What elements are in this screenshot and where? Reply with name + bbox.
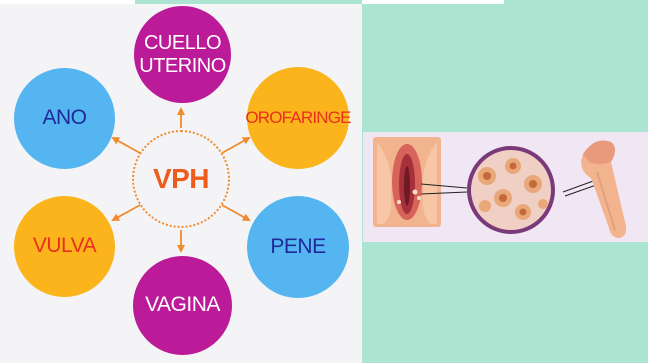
penis-illustration-image xyxy=(581,140,627,238)
node-cuello-uterino-line2: UTERINO xyxy=(139,54,226,77)
top-white-strip-right xyxy=(362,0,504,4)
node-vulva: VULVA xyxy=(14,196,115,297)
node-vulva-label: VULVA xyxy=(32,234,97,258)
magnified-cells-image xyxy=(467,146,555,234)
node-vagina-label: VAGINA xyxy=(145,293,220,317)
vulva-closeup-image xyxy=(373,137,441,227)
arrow-to-orofaringe xyxy=(221,137,251,154)
node-pene-label: PENE xyxy=(270,234,326,258)
arrow-to-vulva xyxy=(111,204,141,221)
node-cuello-uterino-line1: CUELLO xyxy=(143,31,222,54)
node-ano-label: ANO xyxy=(42,106,87,130)
node-orofaringe: OROFARINGE xyxy=(245,67,351,169)
node-pene: PENE xyxy=(247,196,349,298)
anatomy-illustration-graphic xyxy=(373,137,627,238)
top-white-strip-left xyxy=(0,0,135,4)
node-cuello-uterino: CUELLO UTERINO xyxy=(134,6,231,103)
node-vagina: VAGINA xyxy=(133,256,232,355)
arrow-to-pene xyxy=(221,204,251,221)
node-ano: ANO xyxy=(14,68,115,169)
center-label: VPH xyxy=(152,163,210,194)
center-node-vph: VPH xyxy=(132,130,230,228)
arrow-to-ano xyxy=(111,137,141,154)
diagram-arrows xyxy=(111,107,251,253)
anatomy-illustration xyxy=(363,132,648,242)
node-orofaringe-label: OROFARINGE xyxy=(245,108,351,128)
pointer-lines xyxy=(420,179,600,197)
